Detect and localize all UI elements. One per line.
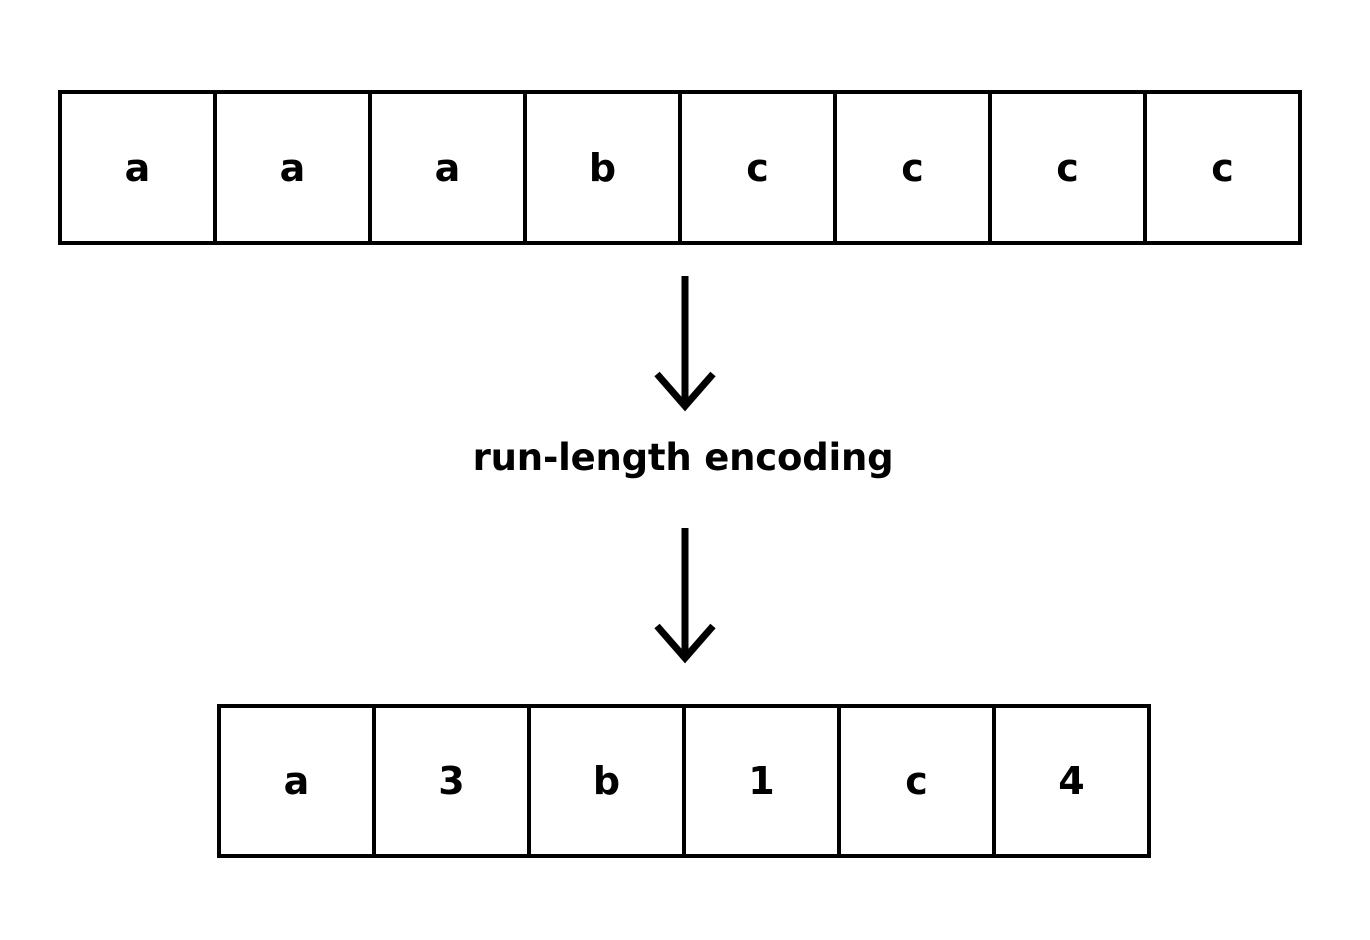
input-cell-2: a	[368, 90, 527, 245]
input-cell-1: a	[213, 90, 372, 245]
transform-label-text: run-length encoding	[472, 436, 894, 479]
cell-value: a	[279, 145, 306, 190]
output-cell-2: b	[527, 704, 686, 858]
cell-value: c	[901, 145, 924, 190]
cell-value: c	[1211, 145, 1234, 190]
cell-value: c	[1056, 145, 1079, 190]
input-cell-0: a	[58, 90, 217, 245]
transform-label: run-length encoding	[0, 436, 1369, 480]
cell-value: a	[124, 145, 151, 190]
output-cell-3: 1	[682, 704, 841, 858]
encoded-sequence-row: a 3 b 1 c 4	[217, 704, 1151, 858]
cell-value: a	[434, 145, 461, 190]
input-cell-6: c	[988, 90, 1147, 245]
input-cell-3: b	[523, 90, 682, 245]
cell-value: a	[283, 759, 310, 803]
input-sequence-row: a a a b c c c c	[58, 90, 1302, 245]
input-cell-4: c	[678, 90, 837, 245]
cell-value: 3	[438, 759, 465, 803]
cell-value: 4	[1058, 759, 1085, 803]
input-cell-7: c	[1143, 90, 1302, 245]
cell-value: b	[592, 759, 621, 803]
cell-value: b	[588, 145, 617, 190]
output-cell-4: c	[837, 704, 996, 858]
down-arrow-icon-bottom	[640, 524, 730, 666]
cell-value: c	[746, 145, 769, 190]
input-cell-5: c	[833, 90, 992, 245]
cell-value: 1	[748, 759, 775, 803]
cell-value: c	[905, 759, 928, 803]
output-cell-5: 4	[992, 704, 1151, 858]
output-cell-1: 3	[372, 704, 531, 858]
down-arrow-icon-top	[640, 272, 730, 414]
output-cell-0: a	[217, 704, 376, 858]
